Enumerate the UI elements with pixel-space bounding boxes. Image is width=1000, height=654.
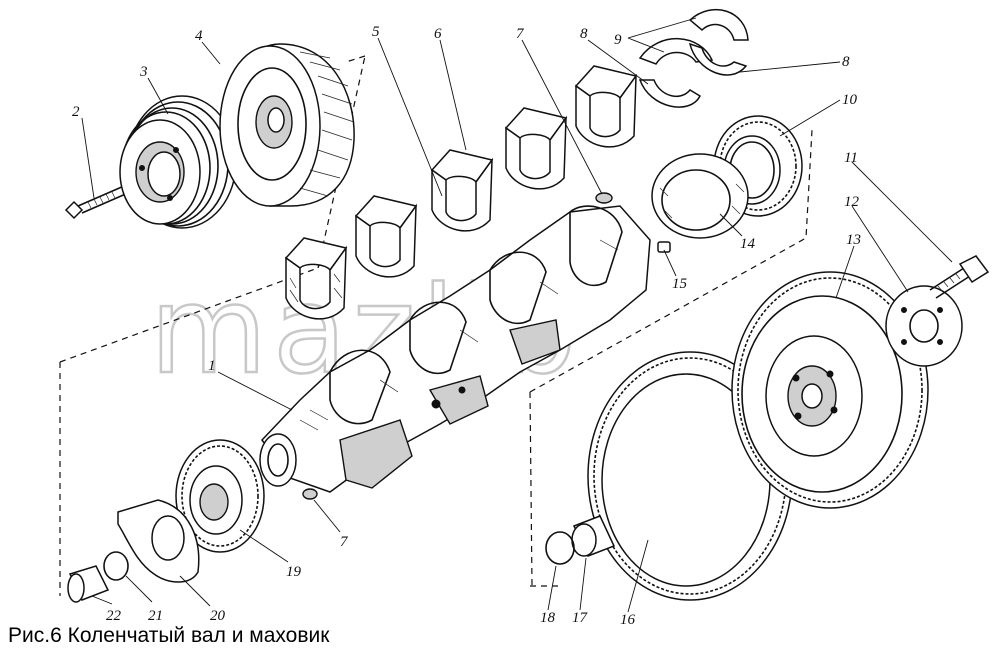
part-12-plate [885,285,963,367]
label-17: 17 [572,610,589,626]
part-22-bushing [67,565,110,603]
part-19-crank-gear [175,439,265,553]
label-15: 15 [672,276,688,292]
dashed-boundary-lower [529,129,813,587]
bearing-shells-row [284,65,638,320]
label-10: 10 [842,92,858,108]
part-labels: 2 3 4 5 6 7 8 9 8 10 11 12 13 14 15 1 7 … [72,24,861,628]
part-4-damper [219,43,355,207]
label-9: 9 [614,32,622,48]
part-18-snap-ring [545,531,575,565]
label-13: 13 [846,232,861,248]
part-15-pin [657,241,671,253]
label-7-lower: 7 [340,534,349,550]
label-1: 1 [208,358,216,374]
figure-caption: Рис.6 Коленчатый вал и маховик [8,624,330,647]
part-21-ring [103,551,129,581]
part-3-pulley [119,95,237,229]
label-22: 22 [106,608,122,624]
part-14-seal [651,153,749,239]
label-8-right: 8 [842,54,850,70]
part-17-bearing [571,515,616,557]
label-21: 21 [148,608,163,624]
part-8-9-thrust-washers [638,9,749,108]
part-1-crankshaft [259,205,651,493]
part-20-deflector [117,499,200,583]
part-7-key-lower [302,488,318,500]
part-11-bolt [929,255,990,299]
label-12: 12 [844,194,860,210]
label-19: 19 [286,564,302,580]
label-14: 14 [740,236,756,252]
label-3: 3 [139,64,148,80]
label-18: 18 [540,610,556,626]
part-2-bolt [64,185,129,220]
label-4: 4 [195,28,203,44]
label-2: 2 [72,104,80,120]
label-6: 6 [434,26,442,42]
leader-lines [81,17,953,613]
label-11: 11 [844,150,858,166]
label-20: 20 [210,608,226,624]
label-16: 16 [620,612,636,628]
label-5: 5 [372,24,380,40]
dashed-boundary-upper [59,55,366,596]
label-8-left: 8 [580,26,588,42]
part-13-flywheel [731,271,929,509]
label-7-upper: 7 [516,26,525,42]
part-7-key-upper [595,192,613,204]
